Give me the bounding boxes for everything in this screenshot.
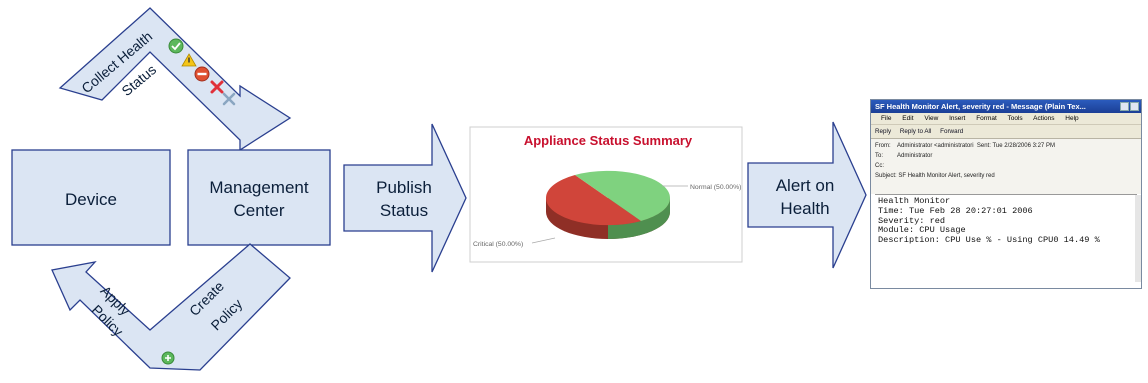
collect-health-status-arrow xyxy=(58,7,292,152)
device-box xyxy=(11,149,171,246)
disabled-icon xyxy=(222,92,236,106)
forward-button[interactable]: Forward xyxy=(940,128,964,135)
warning-icon xyxy=(181,53,197,67)
management-center-box xyxy=(187,149,331,246)
management-label-2: Center xyxy=(233,201,284,220)
menu-insert[interactable]: Insert xyxy=(949,115,966,122)
menu-format[interactable]: Format xyxy=(976,115,997,122)
publish-label-1: Publish xyxy=(376,178,432,197)
menu-view[interactable]: View xyxy=(924,115,939,122)
pie-slice-normal xyxy=(575,170,671,221)
email-titlebar: SF Health Monitor Alert, severity red - … xyxy=(871,100,1141,113)
minimize-icon[interactable] xyxy=(1120,102,1129,111)
email-alert-window: SF Health Monitor Alert, severity red - … xyxy=(870,99,1142,289)
email-scrollbar[interactable] xyxy=(1135,195,1141,282)
pie-slice-critical xyxy=(545,175,641,226)
appliance-status-chart: Appliance Status Summary Normal (50.00%)… xyxy=(469,126,743,263)
cc-label: Cc: xyxy=(875,163,884,169)
body-line: Description: CPU Use % - Using CPU0 14.4… xyxy=(878,235,1100,246)
menu-tools[interactable]: Tools xyxy=(1007,115,1023,122)
device-label: Device xyxy=(65,190,117,209)
reply-button[interactable]: Reply xyxy=(875,128,892,135)
menu-edit[interactable]: Edit xyxy=(902,115,914,122)
reply-all-button[interactable]: Reply to All xyxy=(899,128,932,135)
body-line: Health Monitor xyxy=(878,196,951,206)
subject-label: Subject: xyxy=(875,173,897,179)
alert-label-2: Health xyxy=(780,199,829,218)
subject-value: SF Health Monitor Alert, severity red xyxy=(898,173,995,179)
chart-title: Appliance Status Summary xyxy=(524,133,693,148)
email-headers: From: Administrator <administratori Sent:… xyxy=(871,139,1141,194)
email-toolbar: Reply Reply to All Forward xyxy=(871,124,1141,139)
menu-file[interactable]: File xyxy=(881,115,892,122)
management-label-1: Management xyxy=(209,178,309,197)
add-icon xyxy=(161,351,175,365)
publish-status-arrow xyxy=(343,123,467,273)
sent-label: Sent: xyxy=(976,143,991,149)
legend-critical: Critical (50.00%) xyxy=(473,241,523,248)
email-body: Health Monitor Time: Tue Feb 28 20:27:01… xyxy=(875,194,1141,282)
to-value: Administrator xyxy=(897,153,933,159)
ok-status-icon xyxy=(168,38,184,54)
alert-label-1: Alert on xyxy=(776,176,835,195)
menu-actions[interactable]: Actions xyxy=(1033,115,1055,122)
to-label: To: xyxy=(875,153,884,159)
body-line: Module: CPU Usage xyxy=(878,225,966,236)
error-icon xyxy=(194,66,210,82)
maximize-icon[interactable] xyxy=(1130,102,1139,111)
body-line: Time: Tue Feb 28 20:27:01 2006 xyxy=(878,205,1033,216)
publish-label-2: Status xyxy=(380,201,428,220)
body-line: Severity: red xyxy=(878,215,946,226)
email-title: SF Health Monitor Alert, severity red - … xyxy=(875,102,1086,111)
from-label: From: xyxy=(875,143,891,149)
sent-value: Tue 2/28/2006 3:27 PM xyxy=(992,143,1055,149)
menu-help[interactable]: Help xyxy=(1065,115,1079,122)
alert-on-health-arrow xyxy=(747,121,867,269)
apply-create-policy-arrow xyxy=(51,243,291,371)
from-value: Administrator <administratori xyxy=(897,143,974,149)
email-menubar: File Edit View Insert Format Tools Actio… xyxy=(871,113,1141,124)
close-icon xyxy=(210,80,224,94)
legend-normal: Normal (50.00%) xyxy=(690,184,741,191)
